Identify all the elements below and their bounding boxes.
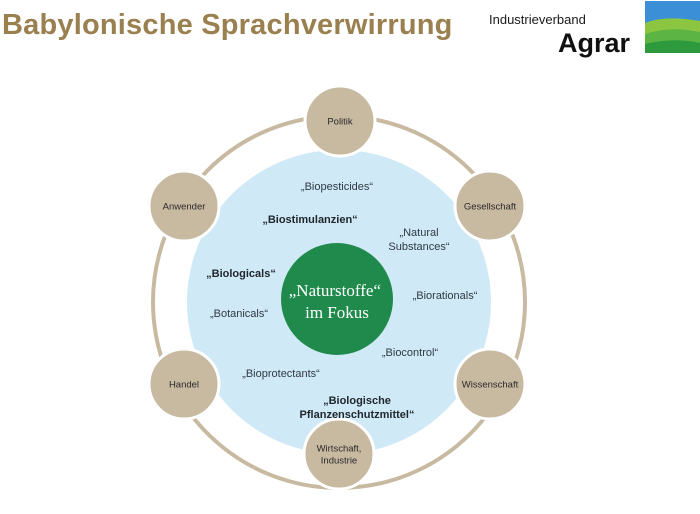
center-label-line1: „Naturstoffe“ [289,281,381,300]
term-label-line: „Biologische [323,395,391,407]
outer-nodes: PolitikGesellschaftWissenschaftWirtschaf… [147,84,527,491]
node-handel: Handel [147,347,221,421]
node-circle [147,347,221,421]
node-wissenschaft: Wissenschaft [453,347,527,421]
node-circle [453,347,527,421]
term-label-line: „Botanicals“ [210,308,268,320]
node-label-line: Handel [169,380,199,391]
node-label-line: Gesellschaft [464,202,517,213]
term-label-line: Substances“ [388,241,449,253]
node-label-line: Politik [327,117,353,128]
term-labels: „Biopesticides“ „Biostimulanzien“ „Natural… [206,181,478,421]
node-wirtschaft-industrie: Wirtschaft,Industrie [302,417,376,491]
node-circle [302,417,376,491]
node-circle [303,84,377,158]
term-label-line: „Biorationals“ [413,290,478,302]
center-label-line2: im Fokus [305,303,369,322]
term-label: „Biorationals“ [413,290,478,302]
brand-logo [645,1,700,53]
svg-text:„Naturstoffe“ im Fokus: „Naturstoffe“ im Fokus [289,281,385,322]
node-label: Gesellschaft [464,202,517,213]
term-label: „Biostimulanzien“ [262,214,357,226]
page-title: Babylonische Sprachverwirrung [2,9,453,41]
node-label: Politik [327,117,353,128]
term-label-line: „Bioprotectants“ [242,368,320,380]
term-label-line: „Biopesticides“ [301,181,373,193]
node-label-line: Wirtschaft, [317,444,362,455]
node-label: Wissenschaft [462,380,519,391]
node-circle [147,169,221,243]
center-circle [281,243,393,355]
node-politik: Politik [303,84,377,158]
term-label-line: „Biostimulanzien“ [262,214,357,226]
node-label: Anwender [163,202,206,213]
brand-name-line1: Industrieverband [489,12,586,27]
term-label: „Biologicals“ [206,268,276,280]
term-label-line: „Natural [399,227,438,239]
brand-name-line2: Agrar [558,28,631,58]
term-label-line: „Biologicals“ [206,268,276,280]
node-circle [453,169,527,243]
node-anwender: Anwender [147,169,221,243]
node-label-line: Industrie [321,456,357,467]
term-label: „Biopesticides“ [301,181,373,193]
node-label-line: Anwender [163,202,206,213]
node-gesellschaft: Gesellschaft [453,169,527,243]
node-label: Handel [169,380,199,391]
term-label: „Biocontrol“ [382,347,439,359]
term-label-line: „Biocontrol“ [382,347,439,359]
term-label-line: Pflanzenschutzmittel“ [300,409,415,421]
term-label: „Bioprotectants“ [242,368,320,380]
node-label: Wirtschaft,Industrie [317,444,362,467]
logo-field-dark [645,40,700,53]
node-label-line: Wissenschaft [462,380,519,391]
term-label: „Botanicals“ [210,308,268,320]
